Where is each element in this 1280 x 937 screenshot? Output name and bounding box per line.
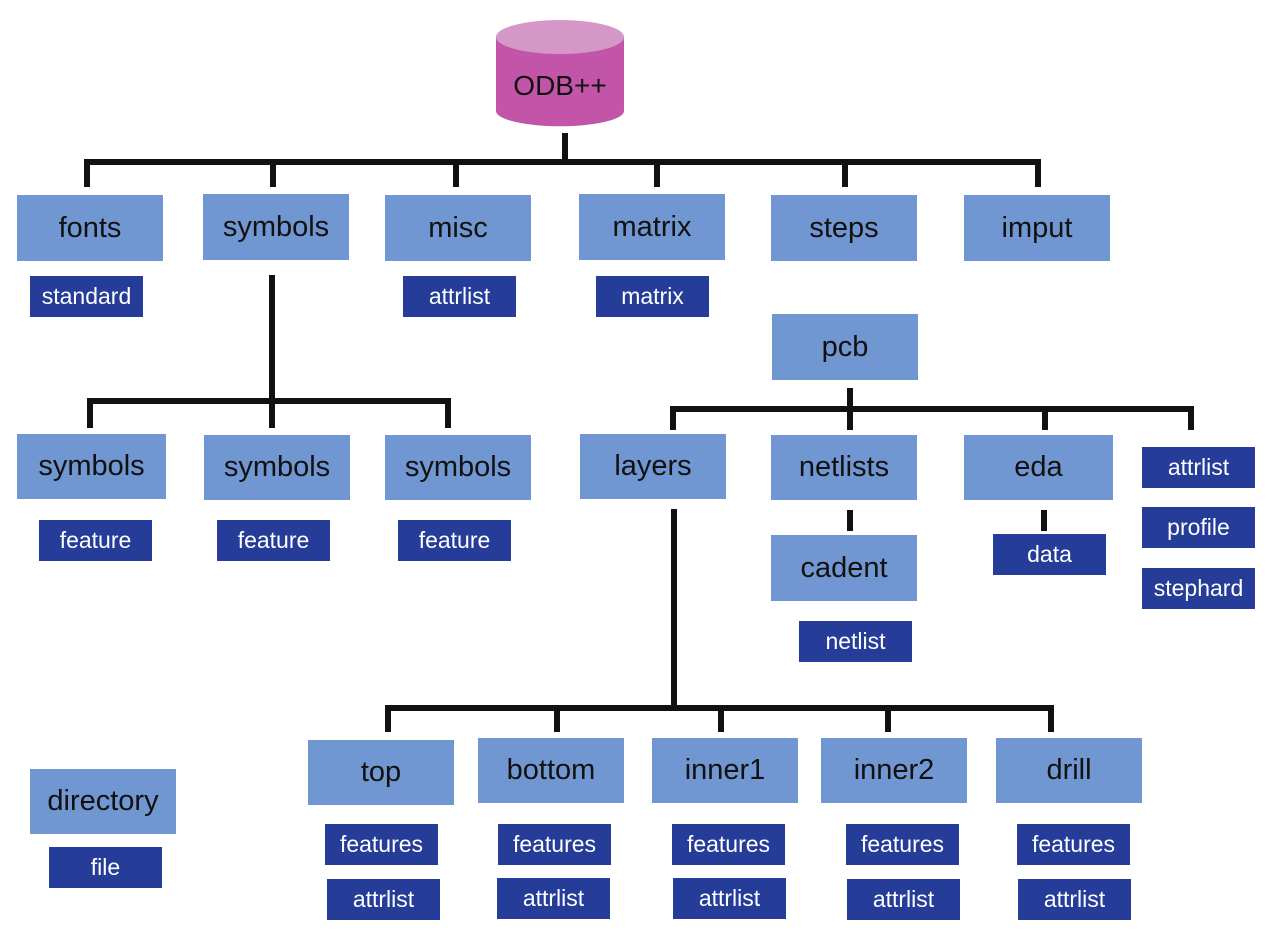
root-label: ODB++ — [513, 70, 607, 101]
file-attrlist: attrlist — [327, 879, 440, 920]
file-stephard: stephard — [1142, 568, 1255, 609]
dir-eda: eda — [964, 435, 1113, 500]
file-features: features — [325, 824, 438, 865]
file-attrlist: attrlist — [847, 879, 960, 920]
file-features: features — [672, 824, 785, 865]
file-netlist: netlist — [799, 621, 912, 662]
connector — [445, 398, 451, 428]
file-attrlist: attrlist — [497, 878, 610, 919]
connector — [1188, 406, 1194, 430]
dir-symbols-child: symbols — [17, 434, 166, 499]
file-standard: standard — [30, 276, 143, 317]
connector — [1042, 406, 1048, 430]
connector — [1035, 159, 1041, 187]
dir-symbols: symbols — [203, 194, 349, 260]
dir-inner1: inner1 — [652, 738, 798, 803]
file-features: features — [846, 824, 959, 865]
connector — [87, 398, 93, 428]
file-features: features — [498, 824, 611, 865]
dir-symbols-child: symbols — [204, 435, 350, 500]
connector — [1041, 510, 1047, 531]
file-attrlist: attrlist — [673, 878, 786, 919]
database-icon — [496, 20, 624, 127]
file-attrlist: attrlist — [1018, 879, 1131, 920]
connector — [885, 705, 891, 732]
dir-netlists: netlists — [771, 435, 917, 500]
dir-inner2: inner2 — [821, 738, 967, 803]
file-attrlist: attrlist — [1142, 447, 1255, 488]
dir-imput: imput — [964, 195, 1110, 261]
dir-cadent: cadent — [771, 535, 917, 601]
dir-drill: drill — [996, 738, 1142, 803]
connector — [270, 159, 276, 187]
file-profile: profile — [1142, 507, 1255, 548]
dir-bottom: bottom — [478, 738, 624, 803]
file-feature: feature — [217, 520, 330, 561]
dir-layers: layers — [580, 434, 726, 499]
connector — [554, 705, 560, 732]
connector — [654, 159, 660, 187]
file-attrlist: attrlist — [403, 276, 516, 317]
connector — [385, 705, 391, 732]
legend-file: file — [49, 847, 162, 888]
file-data: data — [993, 534, 1106, 575]
connector — [847, 406, 853, 430]
dir-misc: misc — [385, 195, 531, 261]
connector — [847, 388, 853, 412]
file-matrix: matrix — [596, 276, 709, 317]
connector — [1048, 705, 1054, 732]
connector — [670, 406, 676, 430]
connector — [269, 398, 275, 428]
dir-top: top — [308, 740, 454, 805]
file-features: features — [1017, 824, 1130, 865]
connector — [718, 705, 724, 732]
connector — [562, 133, 568, 162]
file-feature: feature — [39, 520, 152, 561]
connector — [671, 509, 677, 709]
dir-matrix: matrix — [579, 194, 725, 260]
connector — [84, 159, 90, 187]
dir-fonts: fonts — [17, 195, 163, 261]
connector — [269, 275, 275, 403]
file-feature: feature — [398, 520, 511, 561]
dir-symbols-child: symbols — [385, 435, 531, 500]
dir-pcb: pcb — [772, 314, 918, 380]
connector — [670, 406, 1194, 412]
legend-directory: directory — [30, 769, 176, 834]
connector — [842, 159, 848, 187]
connector — [453, 159, 459, 187]
dir-steps: steps — [771, 195, 917, 261]
connector — [847, 510, 853, 531]
connector — [84, 159, 1041, 165]
